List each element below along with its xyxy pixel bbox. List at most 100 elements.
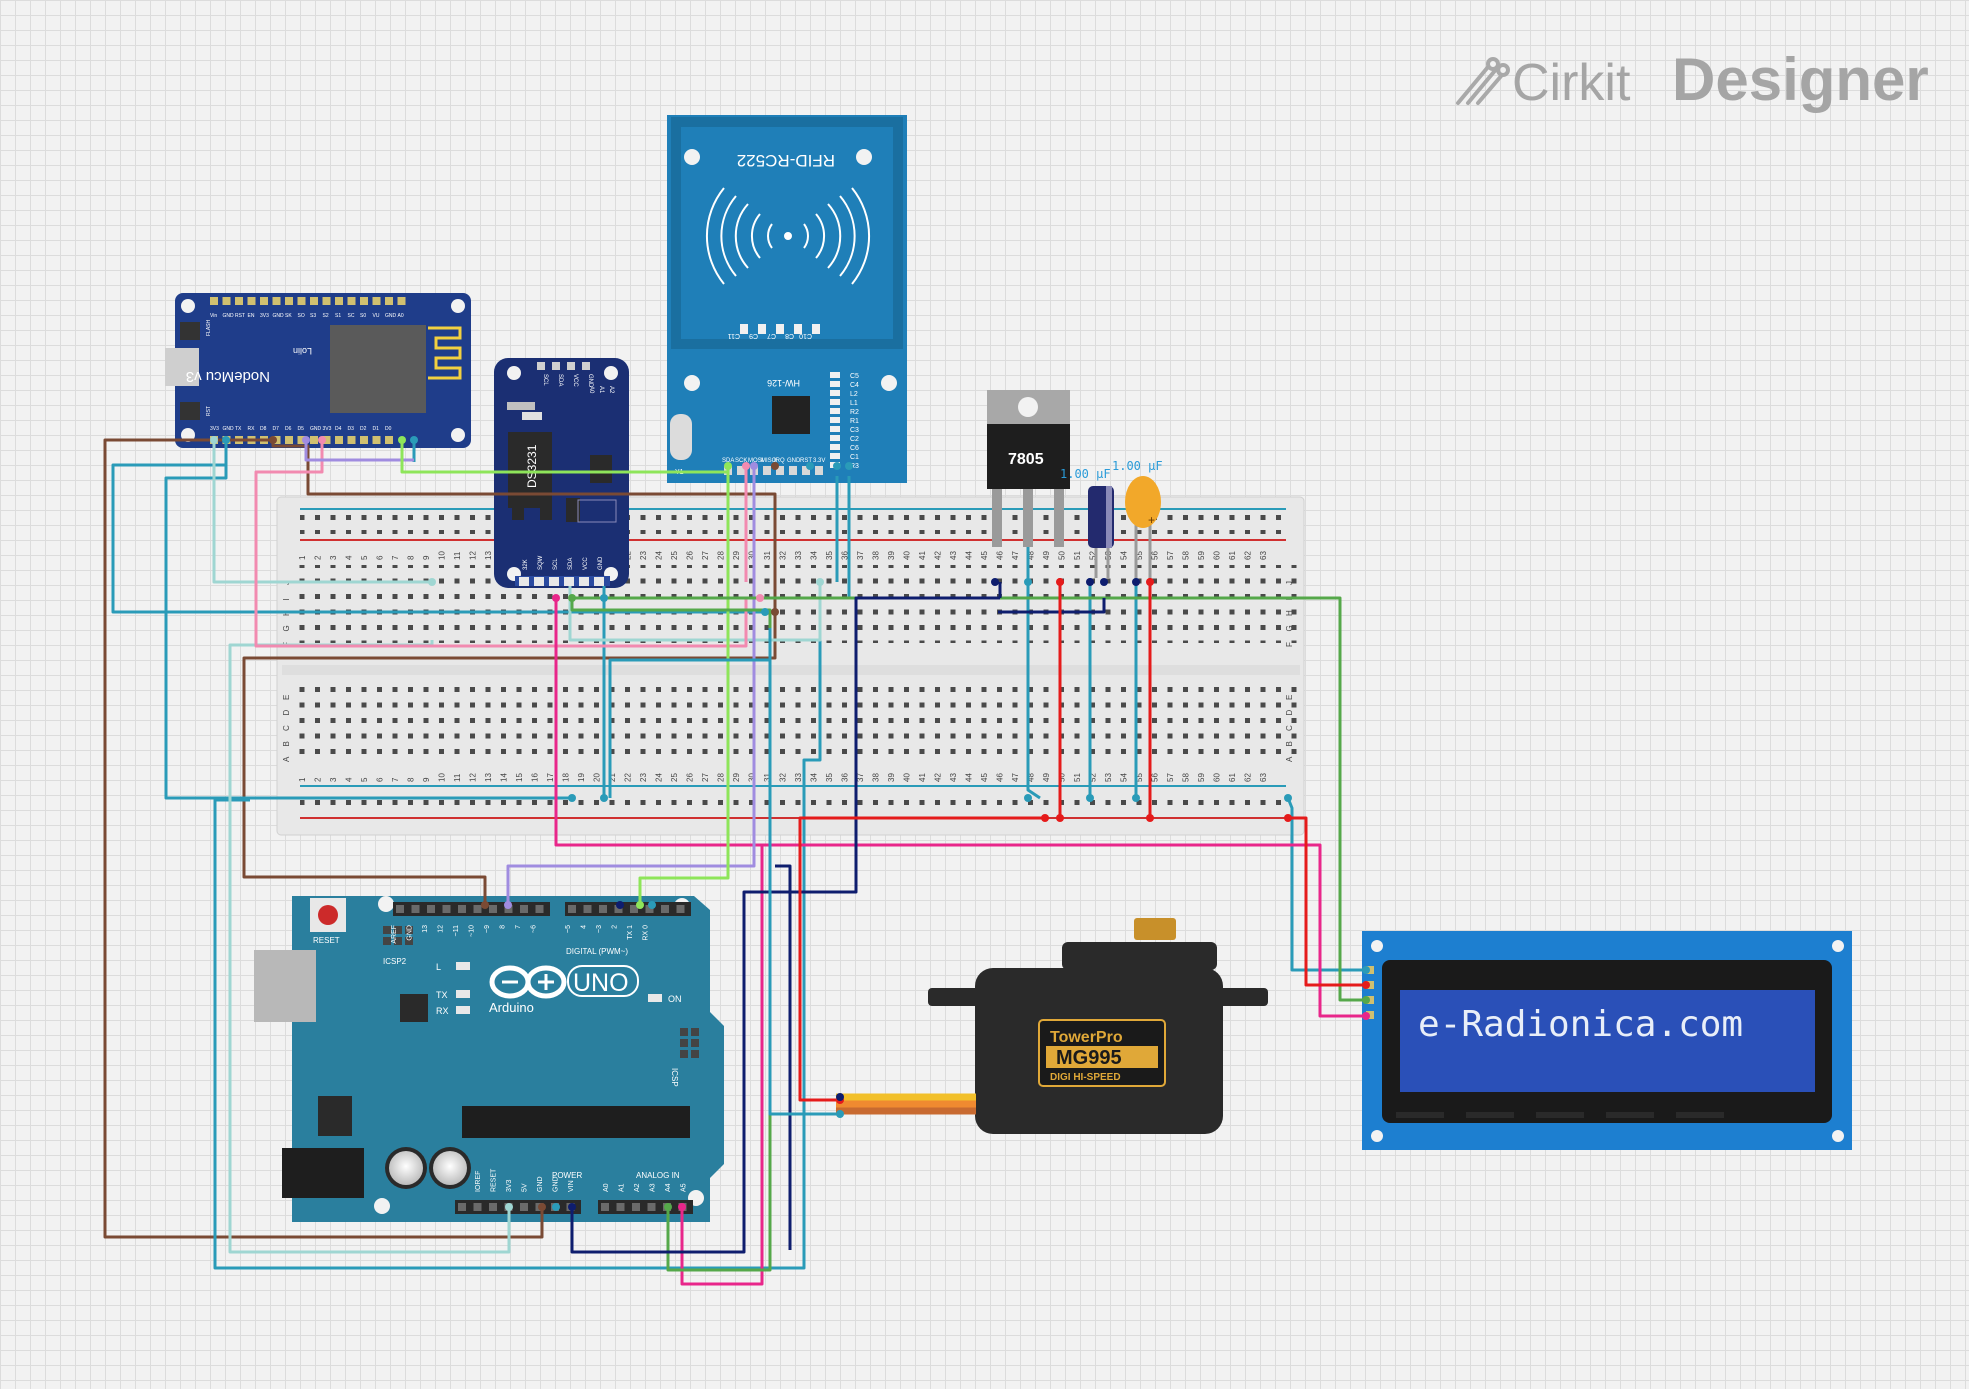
rtc-pin[interactable] xyxy=(582,362,590,370)
wire-red[interactable] xyxy=(1288,816,1366,987)
wire-brown[interactable] xyxy=(103,438,544,1239)
wire-endpoint[interactable] xyxy=(210,436,218,444)
arduino-pin[interactable] xyxy=(427,905,435,913)
wire-red[interactable] xyxy=(798,816,1045,1102)
nodemcu-pin[interactable] xyxy=(347,436,356,444)
arduino-pin[interactable] xyxy=(601,1203,609,1211)
nodemcu-pin[interactable] xyxy=(272,297,281,305)
rfid-pin[interactable] xyxy=(737,466,745,475)
arduino-pin[interactable] xyxy=(489,1203,497,1211)
wire-endpoint[interactable] xyxy=(568,794,576,802)
rfid-pin[interactable] xyxy=(763,466,771,475)
arduino-pin[interactable] xyxy=(473,1203,482,1211)
wire-endpoint[interactable] xyxy=(761,608,769,616)
wire-endpoint[interactable] xyxy=(1056,814,1064,822)
wire-green[interactable] xyxy=(570,596,1366,1272)
arduino-pin[interactable] xyxy=(599,905,607,913)
wire-endpoint[interactable] xyxy=(648,901,656,909)
nodemcu-pin[interactable] xyxy=(222,297,231,305)
arduino-pin[interactable] xyxy=(616,1203,625,1211)
wire-endpoint[interactable] xyxy=(398,436,406,444)
wire-endpoint[interactable] xyxy=(1284,814,1292,822)
wire-endpoint[interactable] xyxy=(568,1203,576,1211)
wire-magenta[interactable] xyxy=(680,845,764,1286)
arduino-pin[interactable] xyxy=(473,905,482,913)
nodemcu-pin[interactable] xyxy=(322,297,331,305)
wire-endpoint[interactable] xyxy=(410,436,418,444)
nodemcu-pin[interactable] xyxy=(310,297,318,305)
wire-lavender[interactable] xyxy=(506,466,756,905)
wire-endpoint[interactable] xyxy=(568,594,576,602)
nodemcu-pin[interactable] xyxy=(372,436,381,444)
arduino-pin[interactable] xyxy=(568,905,576,913)
rtc-pin[interactable] xyxy=(564,577,574,586)
wire-endpoint[interactable] xyxy=(1146,814,1154,822)
wire-endpoint[interactable] xyxy=(816,578,824,586)
wire-teal[interactable] xyxy=(1026,547,1041,800)
nodemcu-pin[interactable] xyxy=(285,297,293,305)
wire-endpoint[interactable] xyxy=(481,901,489,909)
wire-endpoint[interactable] xyxy=(552,1203,560,1211)
wire-teal[interactable] xyxy=(608,658,770,798)
arduino-pin[interactable] xyxy=(411,905,420,913)
lcd-pin[interactable] xyxy=(1366,1011,1374,1019)
wire-endpoint[interactable] xyxy=(991,578,999,586)
wire-endpoint[interactable] xyxy=(1284,794,1292,802)
rtc-pin[interactable] xyxy=(579,577,589,586)
wire-teal[interactable] xyxy=(768,628,840,1116)
nodemcu-pin[interactable] xyxy=(360,297,368,305)
nodemcu-pin[interactable] xyxy=(360,436,368,444)
wire-endpoint[interactable] xyxy=(1041,814,1049,822)
wire-endpoint[interactable] xyxy=(552,594,560,602)
wire-endpoint[interactable] xyxy=(742,462,750,470)
nodemcu-pin[interactable] xyxy=(322,436,331,444)
wire-endpoint[interactable] xyxy=(1024,578,1032,586)
wire-endpoint[interactable] xyxy=(318,436,326,444)
rfid-pin[interactable] xyxy=(776,466,784,475)
arduino-pin[interactable] xyxy=(645,905,654,913)
rfid-pin[interactable] xyxy=(815,466,823,475)
wire-endpoint[interactable] xyxy=(1086,794,1094,802)
wire-endpoint[interactable] xyxy=(302,436,310,444)
wire-endpoint[interactable] xyxy=(600,594,608,602)
arduino-pin[interactable] xyxy=(520,1203,528,1211)
wire-lime[interactable] xyxy=(400,440,730,905)
wire-endpoint[interactable] xyxy=(1362,996,1370,1004)
wire-endpoint[interactable] xyxy=(428,578,436,586)
wire-endpoint[interactable] xyxy=(1146,578,1154,586)
wire-endpoint[interactable] xyxy=(771,462,779,470)
wire-teal[interactable] xyxy=(1286,797,1366,972)
rtc-pin[interactable] xyxy=(537,362,545,370)
wire-endpoint[interactable] xyxy=(1056,578,1064,586)
wire-lavender[interactable] xyxy=(304,440,414,462)
wire-endpoint[interactable] xyxy=(616,901,624,909)
wire-endpoint[interactable] xyxy=(1362,1012,1370,1020)
rtc-pin[interactable] xyxy=(594,577,604,586)
wire-endpoint[interactable] xyxy=(505,1203,513,1211)
nodemcu-pin[interactable] xyxy=(260,297,268,305)
arduino-pin[interactable] xyxy=(396,905,404,913)
wire-brown[interactable] xyxy=(242,612,777,905)
rtc-pin[interactable] xyxy=(549,577,559,586)
nodemcu-pin[interactable] xyxy=(210,297,218,305)
wire-endpoint[interactable] xyxy=(222,436,230,444)
arduino-pin[interactable] xyxy=(630,905,638,913)
wire-endpoint[interactable] xyxy=(538,1203,546,1211)
rtc-pin[interactable] xyxy=(519,577,529,586)
wire-teal[interactable] xyxy=(164,440,572,800)
nodemcu-pin[interactable] xyxy=(297,297,306,305)
nodemcu-pin[interactable] xyxy=(247,297,256,305)
wire-endpoint[interactable] xyxy=(269,436,277,444)
rfid-pin[interactable] xyxy=(802,466,810,475)
wire-endpoint[interactable] xyxy=(845,462,853,470)
nodemcu-pin[interactable] xyxy=(397,297,406,305)
wire-endpoint[interactable] xyxy=(724,462,732,470)
wire-endpoint[interactable] xyxy=(636,901,644,909)
wire-endpoint[interactable] xyxy=(1100,578,1108,586)
wire-navy[interactable] xyxy=(775,864,792,1250)
rfid-pin[interactable] xyxy=(789,466,797,475)
arduino-pin[interactable] xyxy=(504,905,513,913)
wire-magenta[interactable] xyxy=(554,598,1366,1018)
rtc-pin[interactable] xyxy=(567,362,575,370)
arduino-pin[interactable] xyxy=(632,1203,640,1211)
